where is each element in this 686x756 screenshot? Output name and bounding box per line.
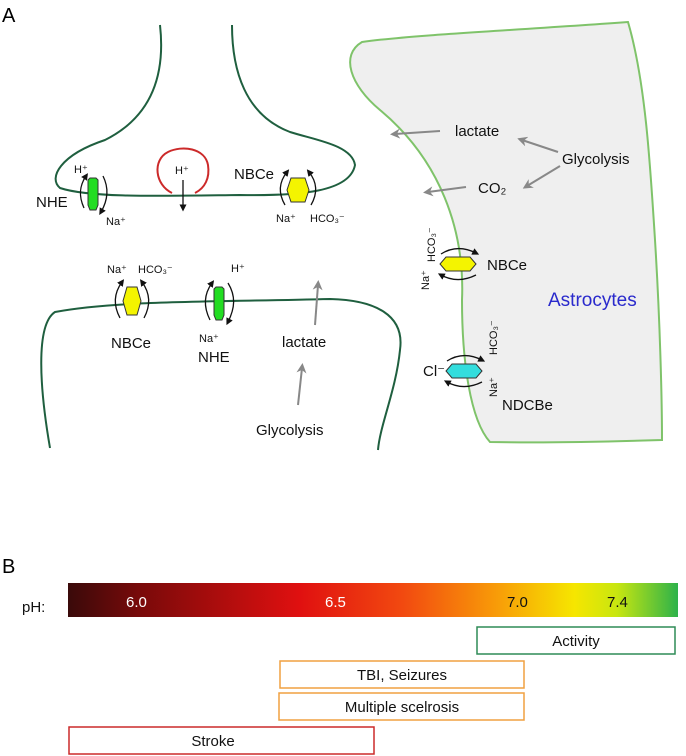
postsynaptic-nbce-hco3-label: HCO₃⁻ bbox=[138, 264, 173, 276]
astrocyte-nbce-label: NBCe bbox=[487, 257, 527, 274]
astrocyte-cell bbox=[349, 20, 664, 444]
astrocyte-lactate-arrow bbox=[390, 128, 441, 139]
presynaptic-nhe-na-label: Na⁺ bbox=[106, 216, 126, 228]
presynaptic-nbce-label: NBCe bbox=[234, 166, 274, 183]
astrocyte-nbce-na-label: Na⁺ bbox=[420, 270, 432, 290]
presynaptic-membrane bbox=[54, 24, 357, 197]
astrocyte-ndcbe-cl-label: Cl⁻ bbox=[423, 363, 445, 380]
postsynaptic-lactate-label: lactate bbox=[282, 334, 326, 351]
postsynaptic-lactate-arrow bbox=[312, 280, 323, 326]
astrocyte-co2-label: CO₂ bbox=[478, 180, 507, 197]
postsynaptic-membrane bbox=[40, 297, 402, 451]
panel-b-label: B bbox=[2, 556, 15, 578]
stroke-range: Stroke bbox=[68, 726, 375, 755]
postsynaptic-nhe-na-label: Na⁺ bbox=[199, 333, 219, 345]
stroke-range-label: Stroke bbox=[191, 733, 234, 750]
ph-gradient-bar bbox=[68, 583, 678, 617]
ph-tick-6-0: 6.0 bbox=[126, 594, 147, 611]
panel-a-label: A bbox=[2, 5, 16, 27]
multiple-sclerosis-range: Multiple scelrosis bbox=[278, 692, 525, 721]
tbi-seizures-range-box bbox=[279, 660, 525, 689]
astrocyte-ndcbe-transporter bbox=[443, 354, 486, 388]
tbi-seizures-range: TBI, Seizures bbox=[279, 660, 525, 689]
presynaptic-nhe-transporter bbox=[79, 173, 108, 216]
presynaptic-nhe-label: NHE bbox=[36, 194, 68, 211]
astrocyte-glycolysis-arrow-lactate bbox=[517, 136, 559, 153]
activity-range-label: Activity bbox=[552, 633, 600, 650]
postsynaptic-glycolysis-label: Glycolysis bbox=[256, 422, 324, 439]
astrocyte-nbce-transporter bbox=[437, 247, 480, 281]
postsynaptic-nbce-na-label: Na⁺ bbox=[107, 264, 127, 276]
ph-tick-7-0: 7.0 bbox=[507, 594, 528, 611]
ph-tick-6-5: 6.5 bbox=[325, 594, 346, 611]
vesicle-h-label: H⁺ bbox=[175, 165, 189, 177]
tbi-seizures-range-label: TBI, Seizures bbox=[357, 667, 447, 684]
astrocyte-label: Astrocytes bbox=[548, 290, 637, 311]
proton-vesicle bbox=[156, 147, 210, 194]
postsynaptic-nhe-transporter bbox=[204, 280, 235, 326]
postsynaptic-nbce-transporter bbox=[114, 279, 150, 319]
postsynaptic-nhe-label: NHE bbox=[198, 349, 230, 366]
astrocyte-ndcbe-label: NDCBe bbox=[502, 397, 553, 414]
postsynaptic-nhe-h-label: H⁺ bbox=[231, 263, 245, 275]
astrocyte-ndcbe-na-label: Na⁺ bbox=[488, 377, 500, 397]
postsynaptic-nbce-label: NBCe bbox=[111, 335, 151, 352]
activity-range-box bbox=[476, 626, 676, 655]
ph-axis-label: pH: bbox=[22, 599, 45, 616]
multiple-sclerosis-range-box bbox=[278, 692, 525, 721]
stroke-range-box bbox=[68, 726, 375, 755]
multiple-sclerosis-range-label: Multiple scelrosis bbox=[345, 699, 459, 716]
astrocyte-nbce-hco3-label: HCO₃⁻ bbox=[426, 227, 438, 262]
astrocyte-ndcbe-hco3-label: HCO₃⁻ bbox=[488, 320, 500, 355]
presynaptic-nbce-na-label: Na⁺ bbox=[276, 213, 296, 225]
presynaptic-nbce-transporter bbox=[279, 169, 317, 206]
postsynaptic-glycolysis-arrow bbox=[296, 363, 307, 406]
presynaptic-nhe-h-label: H⁺ bbox=[74, 164, 88, 176]
presynaptic-nbce-hco3-label: HCO₃⁻ bbox=[310, 213, 345, 225]
astrocyte-glycolysis-arrow-co2 bbox=[522, 165, 561, 189]
ph-tick-7-4: 7.4 bbox=[607, 594, 628, 611]
astrocyte-lactate-label: lactate bbox=[455, 123, 499, 140]
astrocyte-co2-arrow bbox=[423, 186, 467, 197]
astrocyte-glycolysis-label: Glycolysis bbox=[562, 151, 630, 168]
activity-range: Activity bbox=[476, 626, 676, 655]
